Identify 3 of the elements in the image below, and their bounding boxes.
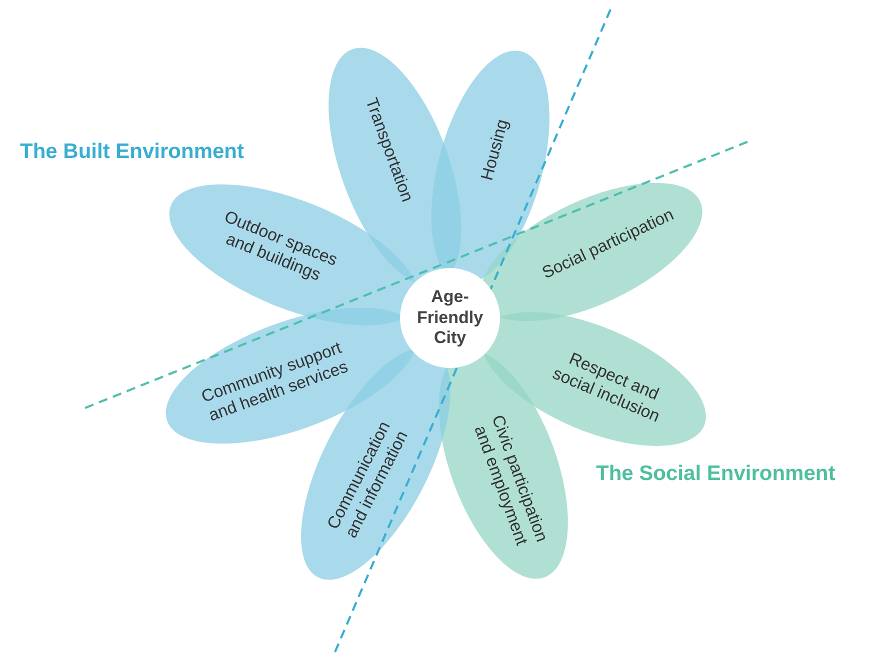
region-heading: The Social Environment [596, 462, 836, 486]
region-heading: The Built Environment [20, 140, 244, 164]
center-label: Age-Friendly City [416, 287, 484, 349]
